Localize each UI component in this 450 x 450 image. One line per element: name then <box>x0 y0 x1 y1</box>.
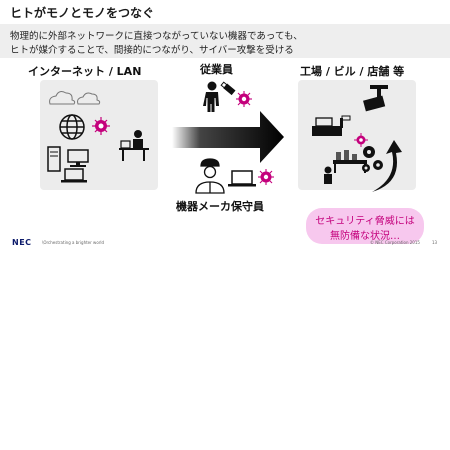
curved-arrow-icon <box>372 140 402 192</box>
footer-tagline: \Orchestrating a brighter world <box>42 240 105 245</box>
virus-icon <box>258 169 274 185</box>
worker-icon <box>203 81 219 112</box>
label-internet: インターネット / LAN <box>28 65 142 78</box>
callout-line-1: セキュリティ脅威には <box>315 216 415 227</box>
cloud-icon <box>77 92 101 105</box>
illustrations <box>47 81 402 194</box>
cctv-camera-icon <box>363 85 388 112</box>
cloud-icon <box>49 91 76 105</box>
cash-register-icon <box>312 115 351 136</box>
factory-icon <box>324 150 367 184</box>
laptop-icon <box>228 170 256 187</box>
subtitle-box: 物理的に外部ネットワークに直接つながっていない機器であっても、 ヒトが媒介するこ… <box>0 24 450 58</box>
person-at-desk-icon <box>119 130 149 161</box>
server-icon <box>47 146 89 172</box>
usb-icon <box>220 81 236 96</box>
subtitle-line-2: ヒトが媒介することで、間接的につながり、サイバー攻撃を受ける <box>10 45 294 56</box>
footer-copyright: © NEC Corporation 2015 <box>370 240 420 245</box>
virus-icon <box>354 133 368 147</box>
globe-icon <box>59 114 85 140</box>
worker-icon <box>195 158 225 194</box>
gear-icon <box>362 146 383 172</box>
label-employee: 従業員 <box>200 63 233 76</box>
label-facility: 工場 / ビル / 店舗 等 <box>300 65 405 78</box>
threat-callout: セキュリティ脅威には 無防備な状況… <box>306 208 424 244</box>
slide: ヒトがモノとモノをつなぐ 物理的に外部ネットワークに直接つながっていない機器であ… <box>0 6 450 247</box>
flow-arrow <box>172 111 284 163</box>
virus-icon <box>236 91 252 107</box>
subtitle-line-1: 物理的に外部ネットワークに直接つながっていない機器であっても、 <box>10 31 303 42</box>
label-vendor: 機器メーカ保守員 <box>176 200 264 213</box>
callout-line-2: 無防備な状況… <box>330 231 400 242</box>
page-number: 13 <box>432 240 438 245</box>
laptop-icon <box>61 168 87 183</box>
page-title: ヒトがモノとモノをつなぐ <box>10 6 155 20</box>
nec-logo: NEC <box>12 238 32 247</box>
virus-icon <box>92 117 110 135</box>
